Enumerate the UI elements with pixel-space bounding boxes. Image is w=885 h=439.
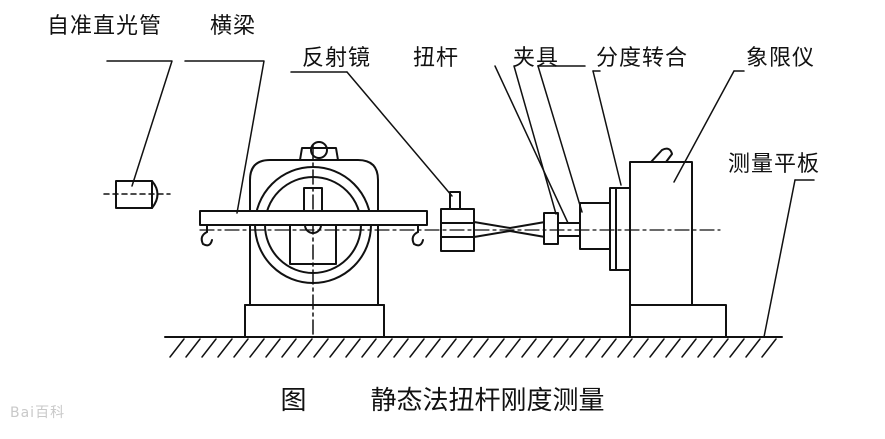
- label-fixture: 夹具: [513, 46, 560, 71]
- autocollimator: [103, 180, 171, 209]
- quadrant: [629, 147, 727, 338]
- figure-label: 图: [280, 386, 307, 416]
- label-mirror: 反射镜: [302, 46, 372, 71]
- mirror: [440, 191, 475, 252]
- plate-hatching: [169, 338, 777, 358]
- leader-lines: [106, 60, 815, 338]
- label-torsion-bar: 扭杆: [413, 46, 460, 71]
- label-crossbeam: 横梁: [210, 14, 257, 39]
- figure-title: 静态法扭杆刚度测量: [370, 386, 605, 416]
- indexing-turntable: [579, 187, 631, 271]
- watermark-logo: Bai百科: [10, 405, 66, 421]
- label-measuring-plate: 测量平板: [728, 152, 821, 177]
- crossbeam: [199, 210, 428, 247]
- fixture: [543, 212, 581, 245]
- measuring-plate: [164, 336, 783, 358]
- label-indexing-turntable: 分度转合: [596, 46, 689, 71]
- support-stand: [244, 141, 385, 338]
- label-autocollimator: 自准直光管: [47, 14, 163, 39]
- label-quadrant: 象限仪: [746, 46, 816, 71]
- figure-caption: 图 静态法扭杆刚度测量: [0, 380, 885, 417]
